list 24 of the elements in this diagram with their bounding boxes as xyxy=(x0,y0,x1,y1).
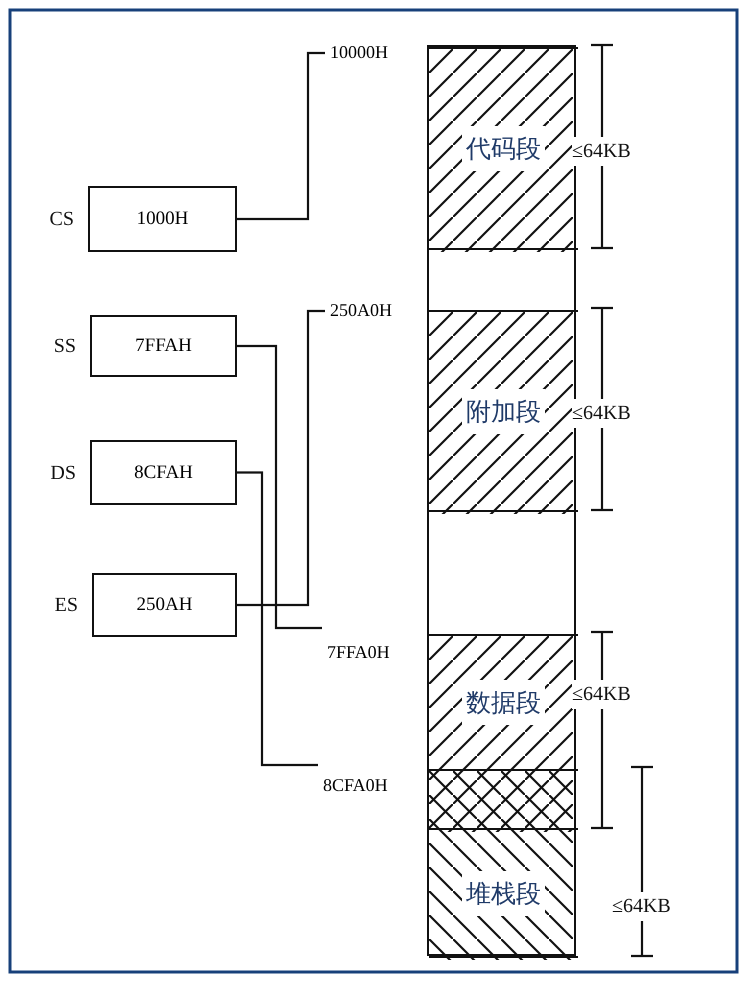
address-label: 7FFA0H xyxy=(327,642,390,664)
connector-line xyxy=(237,344,322,630)
register-name: DS xyxy=(50,462,76,484)
register-value: 250AH xyxy=(136,594,192,616)
size-label: ≤64KB xyxy=(572,680,631,709)
register-value: 1000H xyxy=(136,208,188,230)
connector-line xyxy=(237,471,318,766)
register-name: ES xyxy=(54,594,78,617)
segment-label: 附加段 xyxy=(462,388,545,434)
register-name: SS xyxy=(54,335,76,358)
register-name: CS xyxy=(50,208,74,231)
size-label: ≤64KB xyxy=(572,399,631,428)
address-label: 250A0H xyxy=(330,300,392,322)
connector-line xyxy=(237,52,325,220)
register-value: 8CFAH xyxy=(134,462,193,484)
address-label: 10000H xyxy=(330,42,388,64)
segment-label: 代码段 xyxy=(462,126,545,171)
address-label: 8CFA0H xyxy=(323,775,388,797)
segment-label: 数据段 xyxy=(462,680,545,724)
connector-line xyxy=(237,310,325,606)
size-label: ≤64KB xyxy=(572,136,631,166)
size-label: ≤64KB xyxy=(612,892,671,920)
register-value: 7FFAH xyxy=(135,335,192,357)
segment-label: 堆栈段 xyxy=(462,871,545,916)
